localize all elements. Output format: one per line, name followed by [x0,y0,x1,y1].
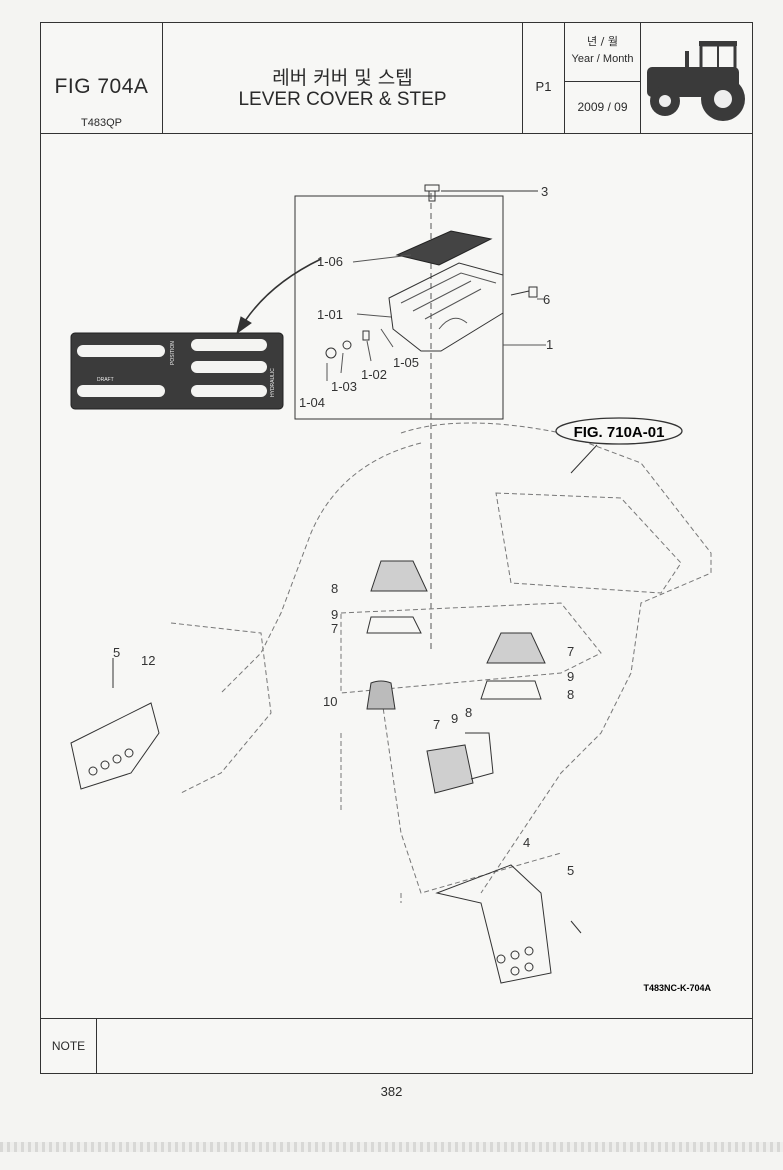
leader-1-06 [352,254,412,263]
page-cell: P1 [523,23,565,133]
leader-1-03 [340,352,344,374]
decal-slot-1 [77,345,165,357]
svg-text:1-05: 1-05 [393,355,419,370]
tractor-icon [647,41,745,121]
svg-text:5: 5 [113,645,120,660]
boot-7-lower [426,744,474,794]
decal-slot-4 [191,361,267,373]
date-value: 2009 / 09 [577,100,628,114]
screw-3-icon [424,184,440,202]
callout-labels: 3 1-06 6 1-01 1 1-05 1-02 1-03 1-04 8 9 … [113,184,574,878]
arrow-head-icon [236,316,252,335]
svg-text:6: 6 [543,292,550,307]
decal-slot-5 [191,385,267,397]
svg-text:8: 8 [567,687,574,702]
cover-slots [400,272,497,320]
step-12 [70,702,160,790]
date-cell: 년 / 월 Year / Month 2009 / 09 [565,23,641,133]
svg-text:7: 7 [331,621,338,636]
step-holes [88,748,534,976]
svg-text:1-04: 1-04 [299,395,325,410]
svg-text:10: 10 [323,694,337,709]
date-label-english: Year / Month [571,53,634,65]
svg-text:HYDRAULIC: HYDRAULIC [270,368,276,397]
boot-8-upper [370,560,428,592]
decal-labels: POSITION DRAFT HYDRAULIC [97,341,276,397]
svg-text:1-03: 1-03 [331,379,357,394]
bolt-6-icon [510,286,538,298]
leader-1-02 [366,340,372,362]
seal-8-lower [465,732,494,780]
fig-code: FIG 704A [54,75,149,98]
ref-fig-label: FIG. 710A-01 [574,424,665,441]
cab-frame [170,422,712,903]
svg-text:9: 9 [451,711,458,726]
note-label: NOTE [41,1019,97,1074]
model-code: T483QP [81,117,122,129]
tractor-logo [641,23,752,133]
svg-text:8: 8 [331,581,338,596]
svg-text:8: 8 [465,705,472,720]
svg-text:12: 12 [141,653,155,668]
svg-text:7: 7 [433,717,440,732]
seal-8-right [480,680,542,700]
title-english: LEVER COVER & STEP [238,89,447,110]
seal-7-upper [366,616,422,634]
note-row: NOTE [41,1018,752,1074]
page-code: P1 [535,79,552,94]
boot-10 [366,680,396,710]
svg-text:1-01: 1-01 [317,307,343,322]
svg-text:9: 9 [567,669,574,684]
boot-7-right [486,632,546,664]
svg-text:7: 7 [567,644,574,659]
lever-cover [388,262,504,352]
svg-text:DRAFT: DRAFT [97,377,114,383]
drawing-code: T483NC-K-704A [643,983,711,993]
title-block: FIG 704A T483QP 레버 커버 및 스텝 LEVER COVER &… [41,23,752,134]
clip-1-02 [362,330,370,341]
cover-arch [438,317,468,330]
svg-text:5: 5 [567,863,574,878]
date-label-korean: 년 / 월 [587,35,618,48]
ref-fig-ellipse [555,417,683,445]
washer-1-03 [342,340,352,350]
svg-text:1-06: 1-06 [317,254,343,269]
leader-1-05 [380,328,394,348]
svg-text:3: 3 [541,184,548,199]
decal-slot-2 [77,385,165,397]
date-divider [565,81,640,82]
fig-cell: FIG 704A T483QP [41,23,163,133]
title-korean: 레버 커버 및 스텝 [272,67,413,89]
bolt-5-right [570,920,582,934]
svg-text:1-02: 1-02 [361,367,387,382]
exploded-parts-diagram: FIG. 710A-01 T483NC-K-704A 3 1-06 6 1-01… [41,133,752,1018]
decal-arrow [244,258,322,322]
step-4 [435,864,552,984]
svg-text:POSITION: POSITION [170,341,176,365]
decal-slot-3 [191,339,267,351]
parts-sheet: FIG 704A T483QP 레버 커버 및 스텝 LEVER COVER &… [40,22,753,1074]
svg-text:9: 9 [331,607,338,622]
title-cell: 레버 커버 및 스텝 LEVER COVER & STEP [163,23,523,133]
svg-text:1: 1 [546,337,553,352]
page-number: 382 [380,1084,403,1099]
leader-1-01 [356,313,392,318]
ref-fig-leader [570,444,598,474]
nut-1-04 [325,347,337,359]
svg-text:4: 4 [523,835,530,850]
parts-svg: FIG. 710A-01 T483NC-K-704A 3 1-06 6 1-01… [70,184,712,993]
scan-artifact-strip [0,1142,783,1152]
decal-1-06 [395,230,493,266]
